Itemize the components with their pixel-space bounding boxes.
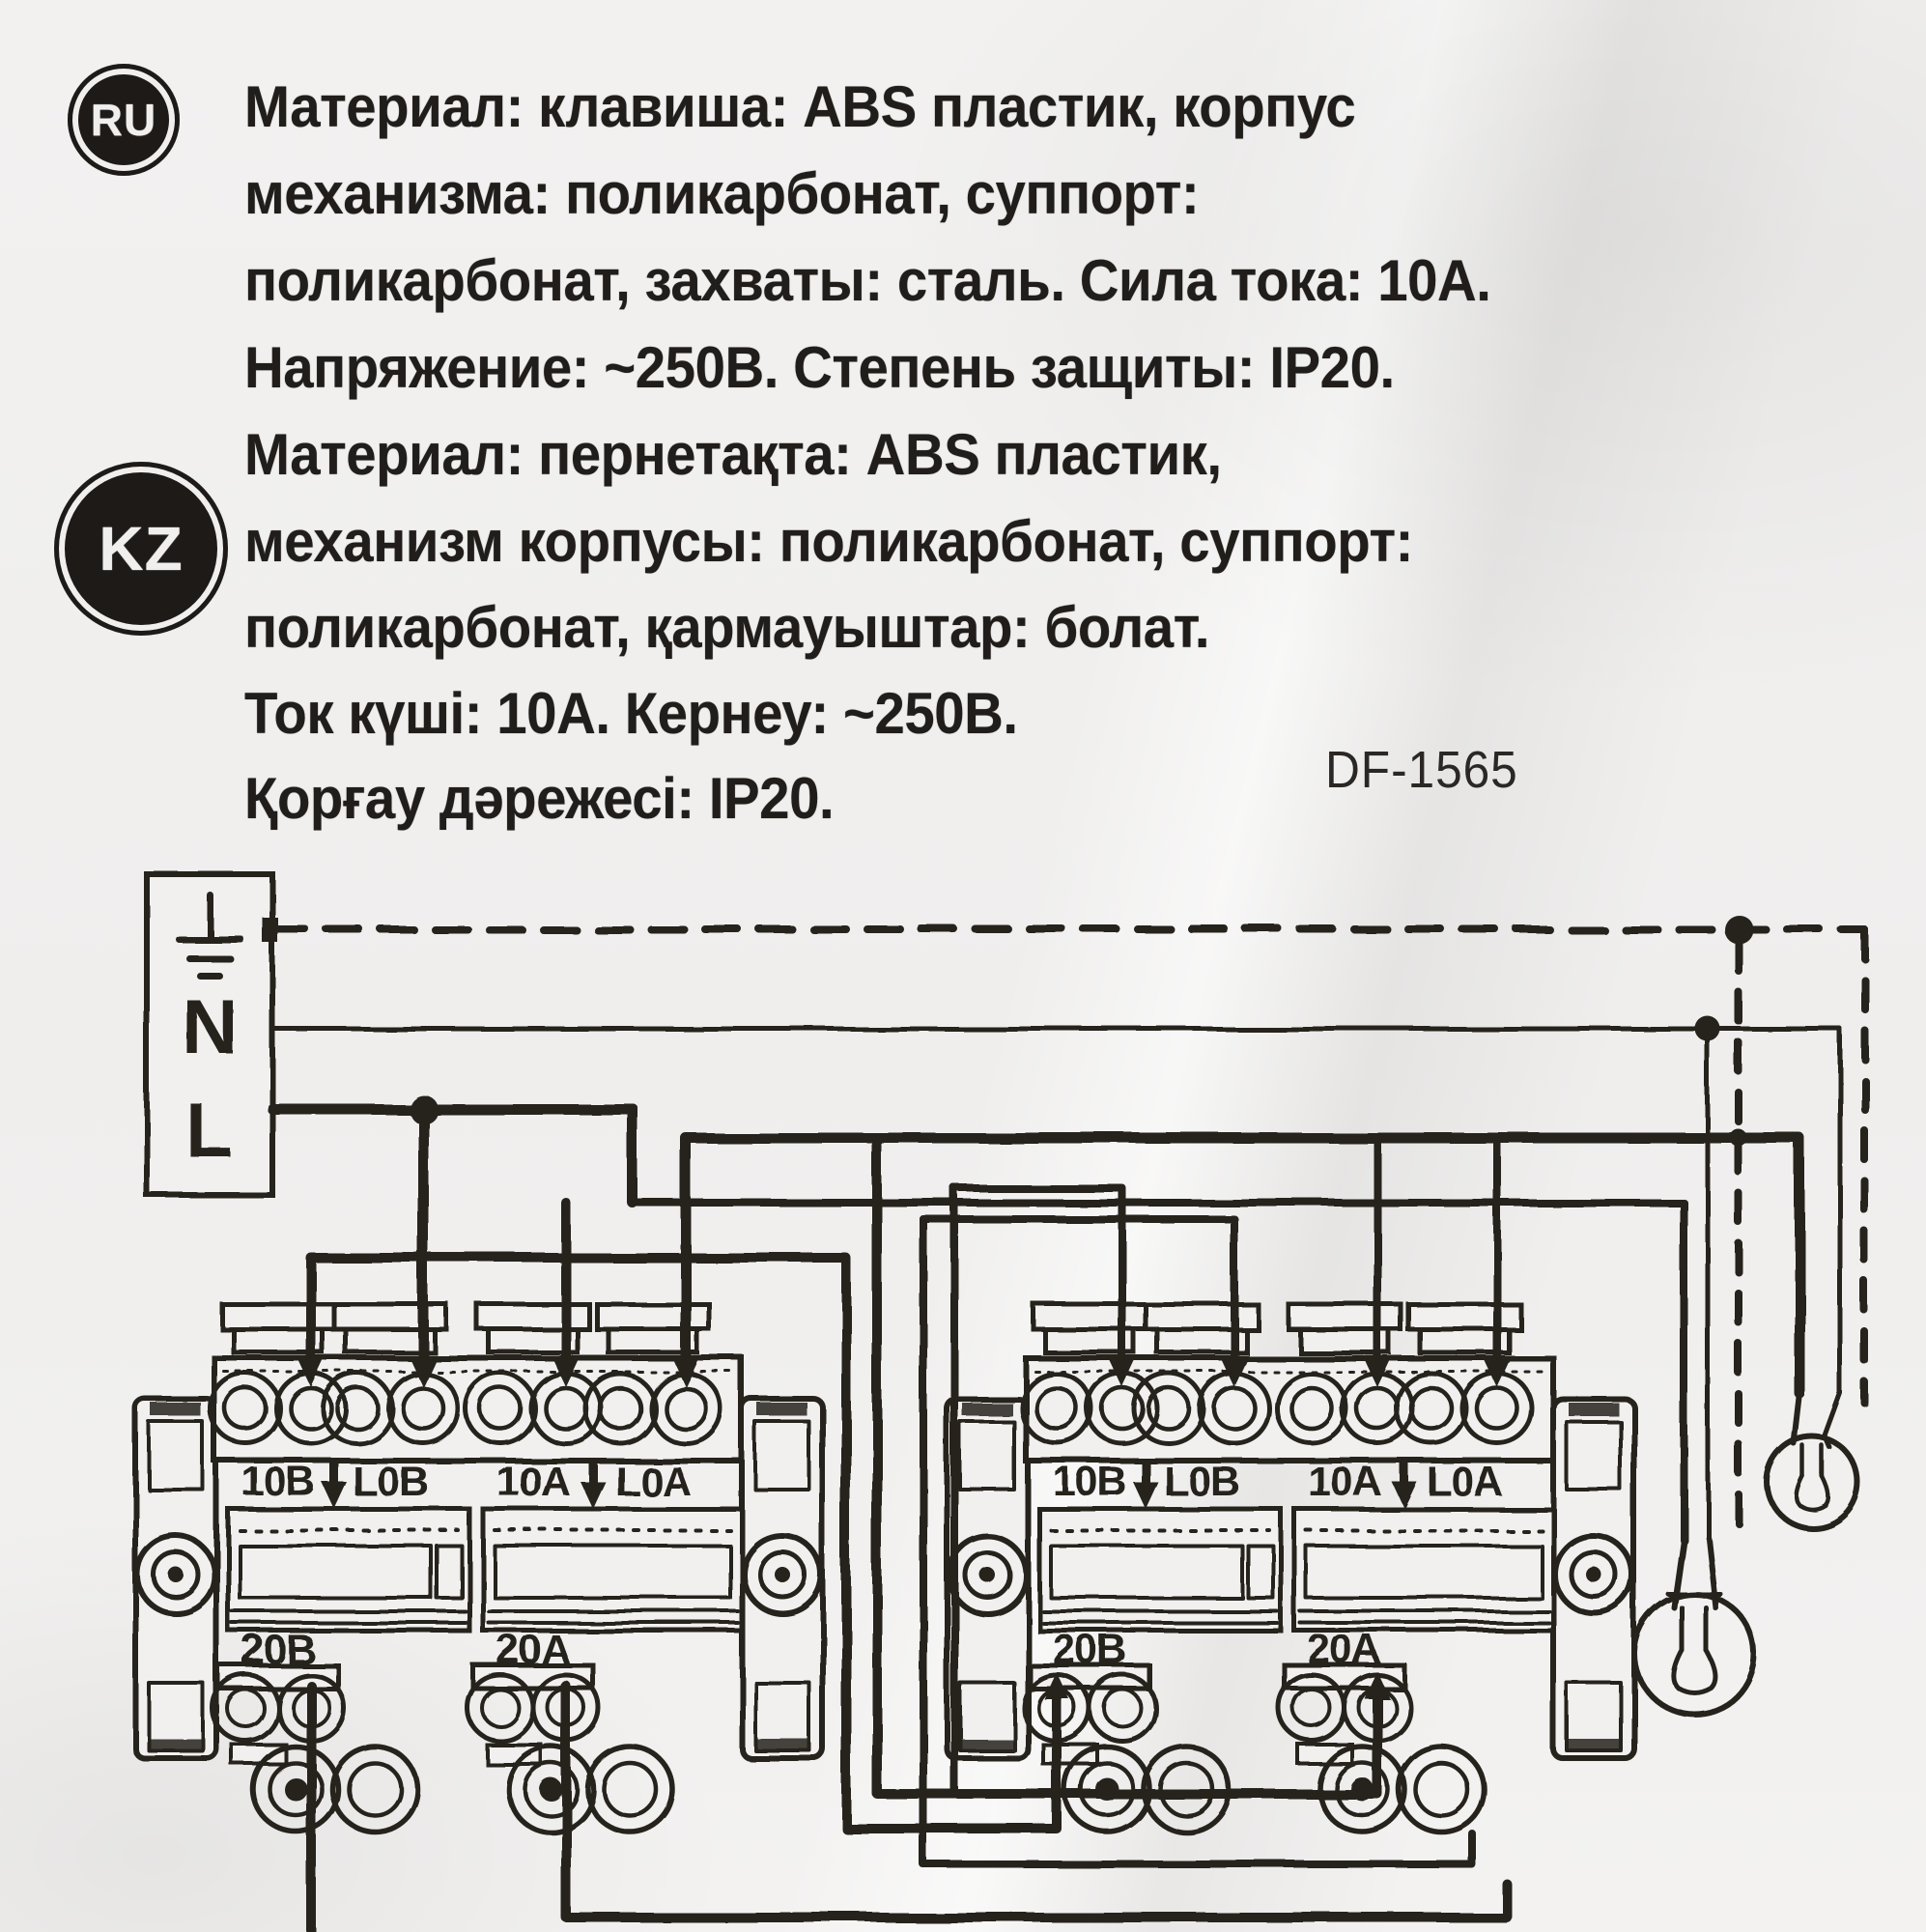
kz-badge-text: KZ [99,514,184,583]
terminal-label: 10B [241,1459,315,1505]
terminal-label: 10A [496,1459,570,1505]
terminal-label: 10A [1308,1459,1381,1505]
spec-line-kz-1: Материал: пернетақта: ABS пластик, [244,422,1222,487]
terminal-label: 10B [1053,1459,1126,1505]
switch-mechanism-right [947,1304,1634,1832]
terminal-label: L0B [1164,1459,1239,1505]
terminal-label: 20B [1053,1627,1126,1673]
terminal-label: 20A [496,1627,570,1673]
terminal-labels: 10B L0B 10A L0A 20B 20A 10B L0B 10A L0A … [241,1459,1503,1673]
neutral-wire [269,1026,1843,1541]
kz-language-badge: KZ [54,462,228,636]
terminal-label: 20A [1308,1627,1381,1673]
spec-line-ru-4: Напряжение: ~250В. Степень защиты: IP20. [244,335,1395,400]
terminal-label: L0A [615,1459,691,1505]
spec-line-ru-3: поликарбонат, захваты: сталь. Сила тока:… [244,248,1491,313]
lamp-icon [1631,1535,1757,1717]
switch-mechanism-left [135,1304,823,1832]
lamp-icon [1764,1390,1860,1530]
supply-terminal-box: N L [144,871,278,1198]
spec-line-kz-2: механизм корпусы: поликарбонат, суппорт: [244,509,1413,574]
terminal-label: 20B [241,1627,315,1673]
terminal-label: L0A [1427,1459,1502,1505]
spec-line-kz-5: Қорғау дәрежесі: IP20. [244,766,835,831]
earth-wire [269,925,1868,1545]
switched-wires [306,1132,1805,1932]
neutral-label: N [182,983,238,1069]
line-label: L [186,1088,234,1174]
earth-icon [175,891,244,980]
spec-line-ru-1: Материал: клавиша: ABS пластик, корпус [244,74,1356,139]
ru-language-badge: RU [68,64,180,176]
model-number: DF-1565 [1325,741,1518,799]
spec-line-kz-4: Ток күші: 10А. Кернеу: ~250В. [244,681,1018,746]
line-wire [267,1103,1687,1544]
junction-dots [409,915,1753,1147]
spec-line-ru-2: механизма: поликарбонат, суппорт: [244,161,1200,226]
terminal-label: L0B [353,1459,428,1505]
spec-line-kz-3: поликарбонат, қармауыштар: болат. [244,595,1210,660]
ru-badge-text: RU [90,95,157,145]
